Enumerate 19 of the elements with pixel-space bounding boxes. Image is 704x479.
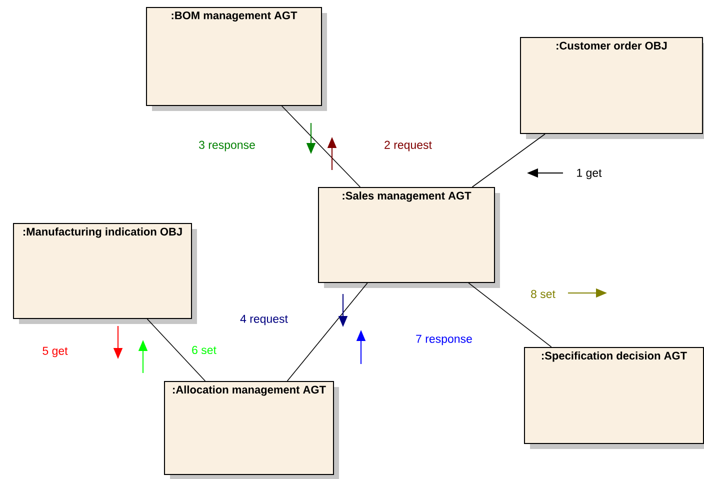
message-label: 6 set: [192, 346, 216, 354]
message-label: 8 set: [531, 290, 556, 298]
object-box: :Manufacturing indication OBJ: [13, 223, 197, 324]
link-line: [286, 282, 368, 382]
link-line: [146, 318, 206, 382]
object-box: :Specification decision AGT: [524, 347, 704, 449]
object-box: :BOM management AGT: [146, 7, 327, 111]
link-line: [468, 282, 552, 348]
message-label: 3 response: [199, 140, 255, 152]
message-label: 7 response: [416, 334, 472, 346]
object-box: :Allocation management AGT: [164, 381, 339, 479]
message-label: 1 get: [577, 168, 602, 180]
object-box: :Sales management AGT: [318, 187, 500, 288]
message-label: 5 get: [42, 346, 68, 358]
link-line: [472, 134, 546, 188]
object-box: :Customer order OBJ: [520, 37, 704, 139]
message-label: 4 request: [240, 314, 288, 326]
message-label: 2 request: [384, 140, 432, 152]
link-line: [281, 106, 361, 188]
